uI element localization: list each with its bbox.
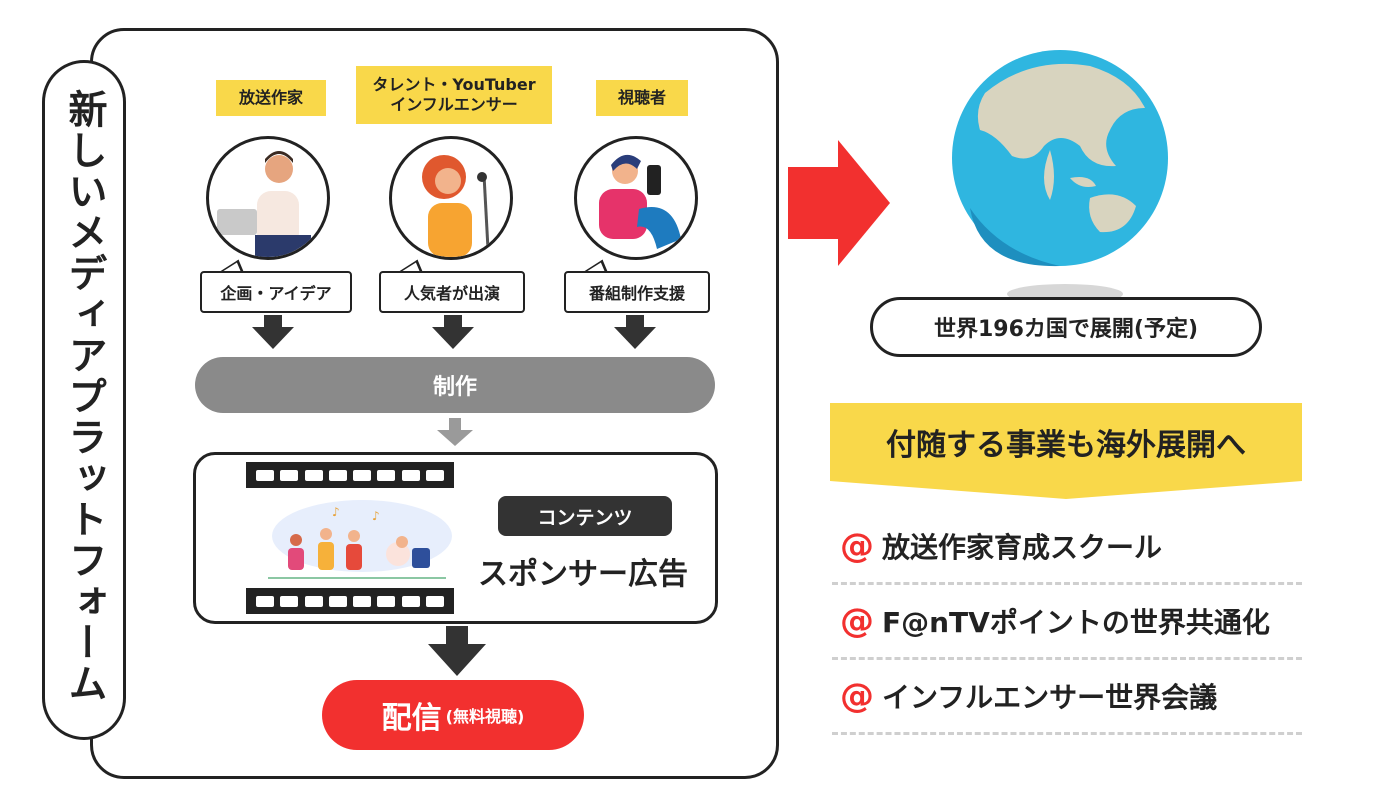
overseas-banner <box>830 403 1302 499</box>
overseas-heading: 付随する事業も海外展開へ <box>886 428 1246 463</box>
role-label-talent: タレント・YouTuber インフルエンサー <box>356 66 552 124</box>
platform-title: 新しいメディアプラットフォーム <box>62 89 107 704</box>
role-label-viewer: 視聴者 <box>596 80 688 116</box>
contents-tag: コンテンツ <box>498 496 672 536</box>
bubble-talent: 人気者が出演 <box>379 271 525 313</box>
bubble-viewer: 番組制作支援 <box>564 271 710 313</box>
at-icon: @ <box>840 526 874 566</box>
delivery-label: 配信 <box>381 701 442 736</box>
business-item: @ インフルエンサー世界会議 <box>832 660 1302 735</box>
red-arrow-body <box>788 167 838 239</box>
film-strip-top <box>246 462 454 488</box>
business-item-label: 放送作家育成スクール <box>882 531 1163 564</box>
down-arrow-icon <box>252 327 294 349</box>
arrow-stem-4 <box>446 626 468 646</box>
gray-arrow-stem <box>449 418 461 432</box>
arrow-stem-1 <box>264 315 282 327</box>
svg-text:♪: ♪ <box>332 505 340 519</box>
arrow-stem-2 <box>444 315 462 327</box>
delivery-pill: 配信 (無料視聴) <box>322 680 584 750</box>
business-item: @ F@nTVポイントの世界共通化 <box>832 585 1302 660</box>
platform-title-box: 新しいメディアプラットフォーム <box>42 60 126 740</box>
production-bar: 制作 <box>195 357 715 413</box>
business-item-label: F@nTVポイントの世界共通化 <box>882 606 1270 639</box>
contents-tag-label: コンテンツ <box>537 506 633 529</box>
viewer-illustration <box>574 136 698 260</box>
role-label-writer: 放送作家 <box>216 80 326 116</box>
big-down-arrow-icon <box>428 644 486 676</box>
globe-caption-pill: 世界196カ国で展開(予定) <box>870 297 1262 357</box>
svg-text:♪: ♪ <box>372 509 380 523</box>
globe-icon <box>940 38 1180 308</box>
at-icon: @ <box>840 676 874 716</box>
bubble-writer: 企画・アイデア <box>200 271 352 313</box>
arrow-stem-3 <box>626 315 644 327</box>
at-icon: @ <box>840 601 874 641</box>
business-item-label: インフルエンサー世界会議 <box>882 681 1218 714</box>
delivery-sub-label: (無料視聴) <box>445 707 525 726</box>
film-strip-bottom <box>246 588 454 614</box>
writer-illustration <box>206 136 330 260</box>
right-arrow-icon <box>838 140 890 266</box>
down-arrow-icon <box>432 327 474 349</box>
singer-illustration <box>389 136 513 260</box>
production-label: 制作 <box>432 375 477 400</box>
business-item: @ 放送作家育成スクール <box>832 510 1302 585</box>
band-illustration: ♪ ♪ <box>262 496 452 584</box>
down-arrow-icon <box>614 327 656 349</box>
gray-down-arrow-icon <box>437 430 473 446</box>
globe-caption: 世界196カ国で展開(予定) <box>933 317 1199 342</box>
sponsor-ad-text: スポンサー広告 <box>478 557 688 592</box>
